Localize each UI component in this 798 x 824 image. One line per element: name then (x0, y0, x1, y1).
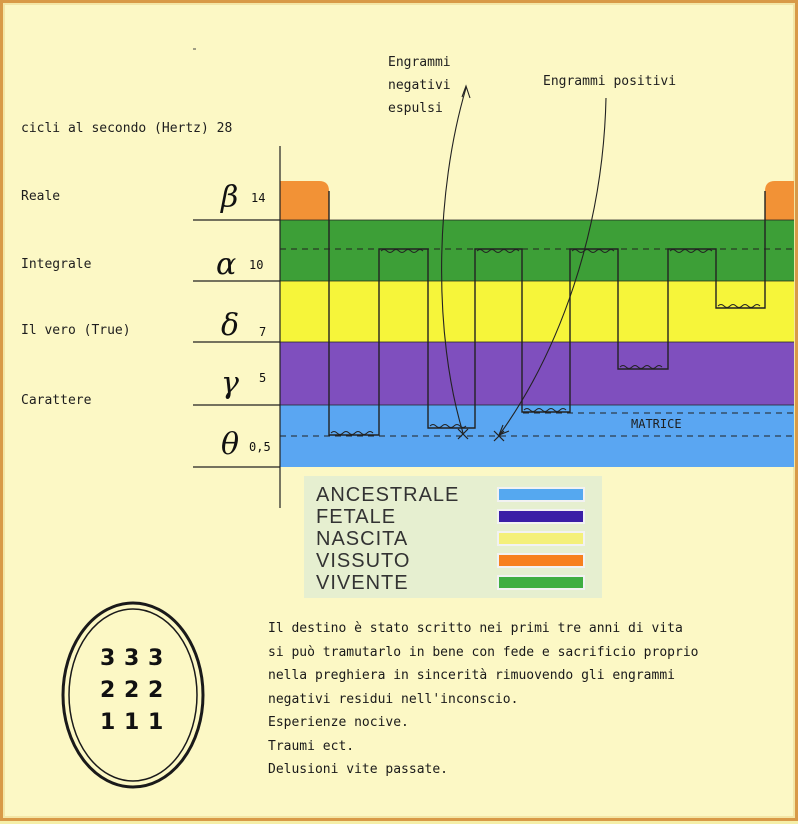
band-reale-left (280, 181, 329, 220)
legend-swatch-nascita (497, 531, 585, 546)
description-line-4: negativi residui nell'inconscio. (268, 691, 519, 707)
arrow-negative-head (461, 84, 471, 99)
description-line-7: Delusioni vite passate. (268, 762, 449, 777)
hz-delta: 7 (259, 325, 267, 339)
negative-engrams-line-1: Engrammi (388, 55, 451, 70)
digit-r2c1: 2 (100, 678, 116, 703)
negative-engrams-label: Engrammi negativi espulsi (388, 51, 451, 120)
oval-frame (61, 601, 205, 789)
description-line-3: nella preghiera in sincerità rimuovendo … (268, 668, 675, 683)
squiggle-9 (717, 304, 761, 308)
symbol-alpha: α (216, 247, 237, 282)
digit-r3c2: 1 (124, 710, 140, 735)
squiggle-3 (429, 424, 467, 428)
frequency-label: cicli al secondo (Hertz) 28 (21, 121, 233, 136)
oval-inner (68, 608, 198, 782)
digit-r1c3: 3 (148, 646, 164, 671)
level-name-carattere: Carattere (21, 393, 92, 408)
legend-label-ancestrale: ANCESTRALE (316, 484, 460, 506)
band-reale-right (765, 181, 794, 220)
legend-swatch-vissuto (497, 553, 585, 568)
hz-theta: 0,5 (249, 440, 271, 454)
legend-label-fetale: FETALE (316, 506, 397, 528)
band-nascita (280, 281, 794, 342)
squiggle-7 (619, 365, 663, 369)
legend-label-vissuto: VISSUTO (316, 550, 411, 572)
level-name-integrale: Integrale (21, 257, 92, 272)
digit-r3c1: 1 (100, 710, 116, 735)
digit-r2c3: 2 (148, 678, 164, 703)
brainwave-path (328, 191, 766, 436)
digit-r3c3: 1 (148, 710, 164, 735)
symbol-theta: θ (221, 427, 240, 462)
star-mark-2b (493, 430, 505, 442)
legend-label-vivente: VIVENTE (316, 572, 409, 594)
positive-engrams-label: Engrammi positivi (543, 74, 677, 89)
hz-alpha: 10 (249, 258, 264, 272)
digit-r2c2: 2 (124, 678, 140, 703)
squiggle-2 (380, 249, 424, 253)
arrow-negative-engrams (441, 87, 467, 434)
squiggle-6 (571, 249, 615, 253)
hz-beta: 14 (251, 191, 266, 205)
description-line-1: Il destino è stato scritto nei primi tre… (268, 621, 683, 636)
arrow-positive-head (498, 424, 510, 436)
negative-engrams-line-2: negativi (388, 78, 451, 93)
legend-label-nascita: NASCITA (316, 528, 409, 550)
description-line-5: Esperienze nocive. (268, 715, 409, 730)
legend-swatch-fetale (497, 509, 585, 524)
band-vivente (280, 220, 794, 281)
legend-swatch-ancestrale (497, 487, 585, 502)
oval-outer (61, 601, 205, 789)
arrow-positive-engrams (499, 97, 607, 435)
symbol-gamma: γ (221, 366, 239, 401)
squiggle-1 (330, 431, 374, 435)
level-name-il-vero: Il vero (True) (21, 323, 131, 338)
digit-r1c1: 3 (100, 646, 116, 671)
squiggle-5 (523, 408, 567, 412)
matrix-label: MATRICE (631, 417, 682, 431)
description-line-2: si può tramutarlo in bene con fede e sac… (268, 644, 699, 660)
legend: ANCESTRALE FETALE NASCITA VISSUTO VIVENT… (304, 476, 602, 598)
level-name-reale: Reale (21, 189, 61, 204)
symbol-delta: δ (221, 308, 240, 343)
negative-engrams-line-3: espulsi (388, 101, 443, 116)
description-line-6: Traumi ect. (268, 738, 355, 754)
squiggle-4 (476, 249, 520, 253)
symbol-beta: β (221, 180, 239, 215)
wave-diagram (193, 48, 794, 508)
digit-r1c2: 3 (124, 646, 140, 671)
legend-swatch-vivente (497, 575, 585, 590)
hz-gamma: 5 (259, 371, 267, 385)
description-block: Il destino è stato scritto nei primi tre… (268, 617, 698, 782)
squiggle-8 (669, 249, 713, 253)
star-mark-1b (457, 428, 469, 440)
